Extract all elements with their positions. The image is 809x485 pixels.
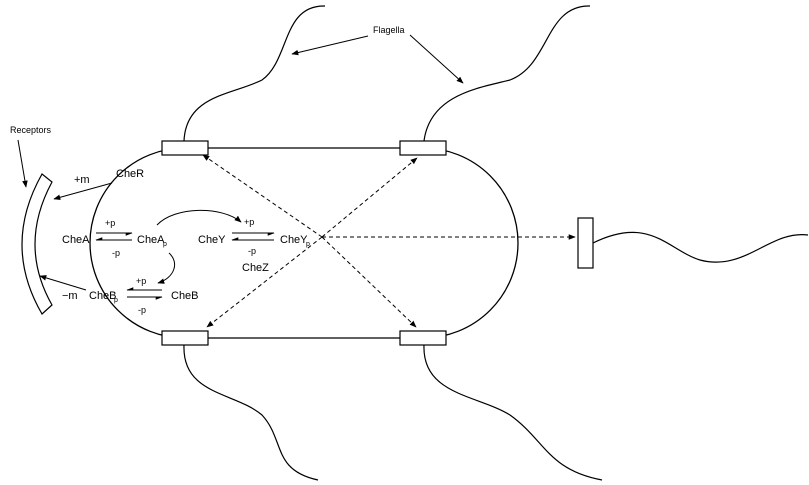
chebp-arrow <box>40 276 86 290</box>
flagellum-bottom-left <box>184 345 318 480</box>
flagellum-right <box>593 232 808 262</box>
chea-plus-p: +p <box>105 218 115 228</box>
chea-minus-p: -p <box>112 248 120 258</box>
receptors-label: Receptors <box>10 125 52 135</box>
cheb-minus-p: -p <box>138 305 146 315</box>
receptor-array <box>22 174 52 314</box>
plus-m-label: +m <box>74 174 90 186</box>
flagella-pointer-right <box>410 35 463 83</box>
signal-to-motor-bottom-left <box>207 237 322 327</box>
flagella-pointer-left <box>292 36 368 54</box>
cheap-to-cheb-arrow <box>158 253 175 283</box>
flagellum-bottom-right <box>424 345 602 480</box>
cheap-label: CheA <box>137 234 165 246</box>
cheap-to-chey-arrow <box>157 210 241 225</box>
flagellum-top-right <box>424 6 590 141</box>
motor-bottom-left <box>162 331 208 345</box>
chey-minus-p: -p <box>248 246 256 256</box>
chez-label: CheZ <box>242 262 269 274</box>
motor-top-left <box>162 141 208 155</box>
chey-plus-p: +p <box>244 217 254 227</box>
chebp-label: CheB <box>89 290 117 302</box>
cheb-plus-p: +p <box>136 276 146 286</box>
chey-label: CheY <box>198 234 226 246</box>
flagellum-top-left <box>184 6 325 141</box>
cher-label: CheR <box>116 168 144 180</box>
cheb-label: CheB <box>171 290 199 302</box>
signal-to-motor-top-right <box>322 158 417 237</box>
signal-to-motor-bottom-right <box>322 237 416 327</box>
chebp-subscript: p <box>114 297 118 304</box>
minus-m-label: −m <box>62 290 78 302</box>
motor-right <box>578 218 593 268</box>
signal-to-motor-top-left <box>203 155 322 237</box>
motor-bottom-right <box>400 331 446 345</box>
receptors-pointer <box>18 140 26 187</box>
motor-top-right <box>400 141 446 155</box>
cheyp-label: CheY <box>280 234 308 246</box>
flagella-label: Flagella <box>373 25 405 35</box>
cheap-subscript: p <box>163 241 167 248</box>
chea-label: CheA <box>62 234 90 246</box>
